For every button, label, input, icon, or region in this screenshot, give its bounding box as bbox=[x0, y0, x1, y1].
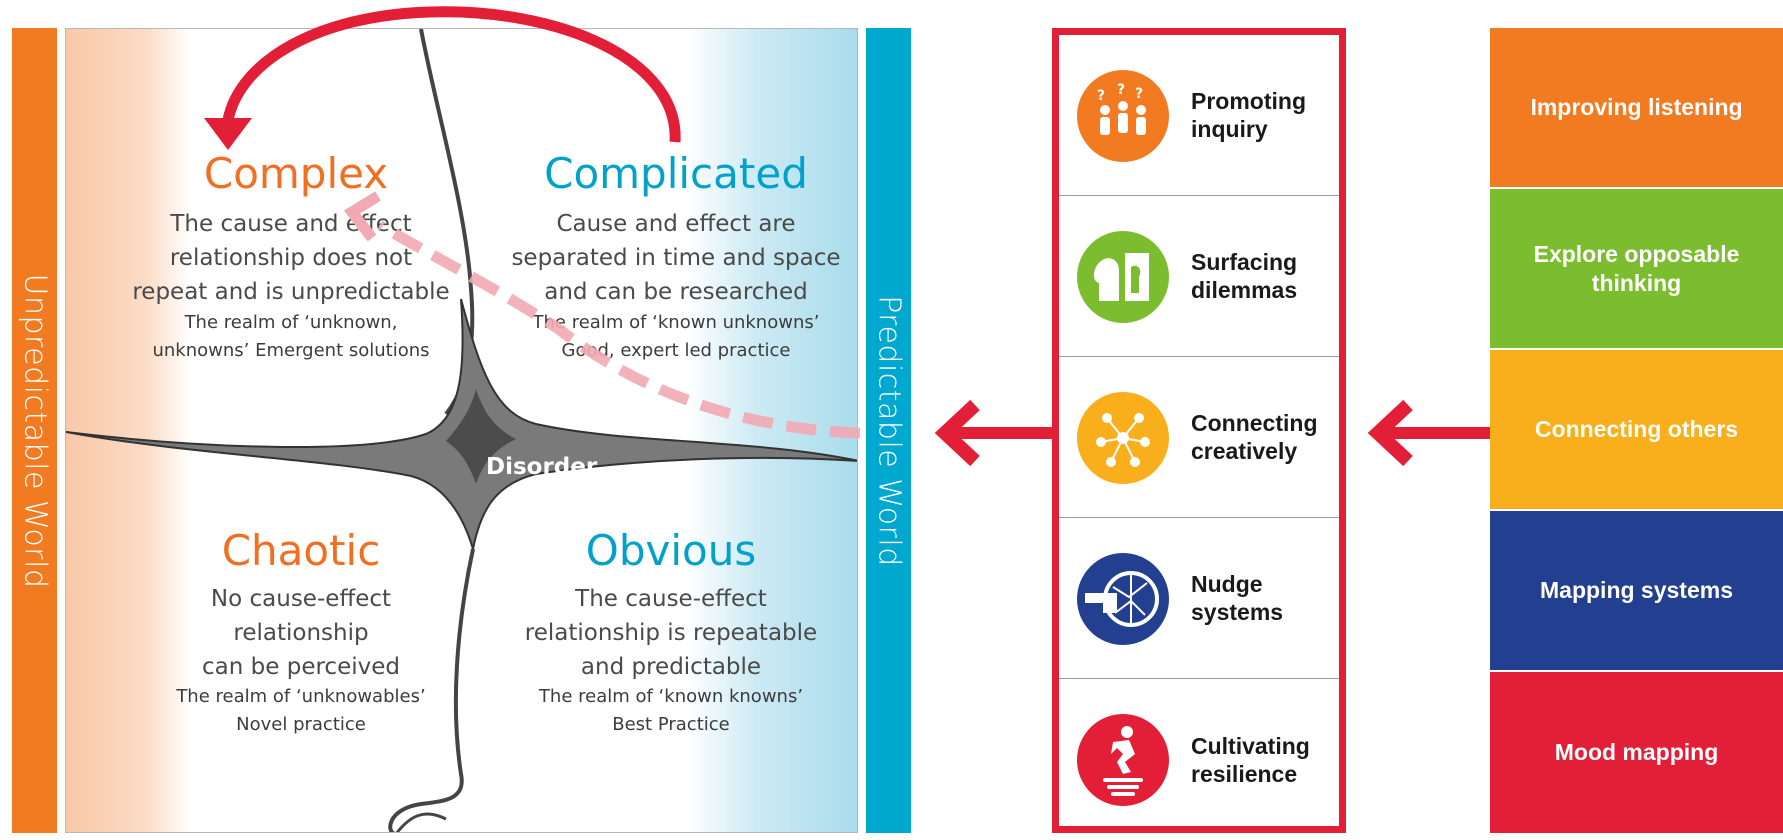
activity-label: Mapping systems bbox=[1540, 577, 1733, 603]
arrow-head-left-icon bbox=[1367, 399, 1413, 467]
technique-label-line: creatively bbox=[1191, 438, 1298, 464]
techniques-column: ? ? ? Promoting inquiry Surfacing dilemm… bbox=[1052, 28, 1346, 833]
technique-label-line: Connecting bbox=[1191, 410, 1318, 436]
chaotic-body-line: No cause-effect bbox=[210, 586, 392, 612]
technique-label-line: systems bbox=[1191, 599, 1284, 625]
people-questions-icon: ? ? ? bbox=[1077, 70, 1169, 162]
technique-item: ? ? ? Promoting inquiry bbox=[1059, 35, 1339, 196]
disorder-label: Disorder bbox=[486, 454, 598, 480]
technique-item: Cultivating resilience bbox=[1059, 679, 1339, 840]
activity-connecting-others: Connecting others bbox=[1490, 350, 1783, 511]
technique-label: Nudge systems bbox=[1191, 570, 1283, 626]
complex-note-line: The realm of ‘unknown, bbox=[184, 312, 398, 333]
activity-label: Improving listening bbox=[1530, 94, 1743, 120]
obvious-body-line: and predictable bbox=[580, 654, 762, 680]
technique-label-line: Nudge bbox=[1191, 571, 1263, 597]
technique-label-line: Cultivating bbox=[1191, 732, 1310, 759]
complicated-note-line: The realm of ‘known unknowns’ bbox=[532, 312, 820, 333]
svg-text:?: ? bbox=[1117, 82, 1125, 98]
complicated-body-line: Cause and effect are bbox=[556, 211, 796, 237]
chaotic-body-line: can be perceived bbox=[202, 654, 400, 680]
svg-text:?: ? bbox=[1097, 88, 1105, 104]
complicated-title: Complicated bbox=[544, 149, 808, 198]
complex-body-line: relationship does not bbox=[169, 245, 413, 271]
technique-label-line: resilience bbox=[1191, 760, 1298, 787]
complicated-body-line: separated in time and space bbox=[511, 245, 841, 271]
technique-item: Nudge systems bbox=[1059, 518, 1339, 679]
obvious-title: Obvious bbox=[585, 526, 757, 575]
chaotic-note-line: Novel practice bbox=[236, 714, 366, 735]
technique-label: Cultivating resilience bbox=[1191, 732, 1310, 788]
activity-label: Explore opposable thinking bbox=[1533, 240, 1740, 296]
complicated-note-line: Good, expert led practice bbox=[561, 340, 791, 361]
technique-item: Connecting creatively bbox=[1059, 357, 1339, 518]
obvious-body-line: relationship is repeatable bbox=[524, 620, 818, 646]
technique-label: Connecting creatively bbox=[1191, 409, 1318, 465]
obvious-notes: The realm of ‘known knowns’ Best Practic… bbox=[466, 683, 857, 739]
complex-title: Complex bbox=[203, 149, 389, 198]
chaotic-title: Chaotic bbox=[221, 526, 381, 575]
technique-label-line: dilemmas bbox=[1191, 277, 1298, 303]
activity-label: Connecting others bbox=[1534, 416, 1739, 442]
chaotic-body: No cause-effect relationship can be perc… bbox=[96, 582, 506, 684]
technique-label: Surfacing dilemmas bbox=[1191, 248, 1297, 304]
technique-label-line: inquiry bbox=[1191, 116, 1268, 142]
technique-label: Promoting inquiry bbox=[1191, 87, 1306, 143]
complex-body-line: The cause and effect bbox=[170, 211, 412, 237]
activities-column: Improving listening Explore opposable th… bbox=[1490, 28, 1783, 833]
complicated-body-line: and can be researched bbox=[544, 279, 808, 305]
jumping-figure-icon bbox=[1077, 714, 1169, 806]
predictable-world-bar: Predictable World bbox=[866, 28, 911, 833]
unpredictable-world-bar: Unpredictable World bbox=[12, 28, 57, 833]
chaotic-notes: The realm of ‘unknowables’ Novel practic… bbox=[96, 683, 506, 739]
svg-text:?: ? bbox=[1135, 86, 1143, 102]
complicated-body: Cause and effect are separated in time a… bbox=[471, 207, 857, 309]
technique-label-line: Promoting bbox=[1191, 88, 1306, 114]
activity-mood-mapping: Mood mapping bbox=[1490, 672, 1783, 833]
complex-body: The cause and effect relationship does n… bbox=[86, 207, 496, 309]
activity-explore-opposable-thinking: Explore opposable thinking bbox=[1490, 189, 1783, 350]
obvious-note-line: Best Practice bbox=[612, 714, 730, 735]
arrow-head-left-icon bbox=[934, 399, 980, 467]
hand-web-icon bbox=[1077, 553, 1169, 645]
obvious-body: The cause-effect relationship is repeata… bbox=[466, 582, 857, 684]
obvious-note-line: The realm of ‘known knowns’ bbox=[538, 686, 804, 707]
unpredictable-world-label: Unpredictable World bbox=[17, 272, 52, 589]
technique-label-line: Surfacing bbox=[1191, 249, 1298, 275]
activity-label: Mood mapping bbox=[1554, 739, 1719, 765]
predictable-world-label: Predictable World bbox=[871, 294, 906, 567]
complicated-notes: The realm of ‘known unknowns’ Good, expe… bbox=[471, 309, 857, 365]
chaotic-note-line: The realm of ‘unknowables’ bbox=[176, 686, 426, 707]
complex-note-line: unknowns’ Emergent solutions bbox=[152, 340, 430, 361]
chaotic-body-line: relationship bbox=[233, 620, 369, 646]
activity-mapping-systems: Mapping systems bbox=[1490, 511, 1783, 672]
activity-improving-listening: Improving listening bbox=[1490, 28, 1783, 189]
obvious-body-line: The cause-effect bbox=[575, 586, 767, 612]
technique-item: Surfacing dilemmas bbox=[1059, 196, 1339, 357]
complex-body-line: repeat and is unpredictable bbox=[132, 279, 450, 305]
network-people-icon bbox=[1077, 392, 1169, 484]
faces-door-icon bbox=[1077, 231, 1169, 323]
cynefin-quadrant-panel: Complex The cause and effect relationshi… bbox=[65, 28, 858, 833]
complex-notes: The realm of ‘unknown, unknowns’ Emergen… bbox=[86, 309, 496, 365]
